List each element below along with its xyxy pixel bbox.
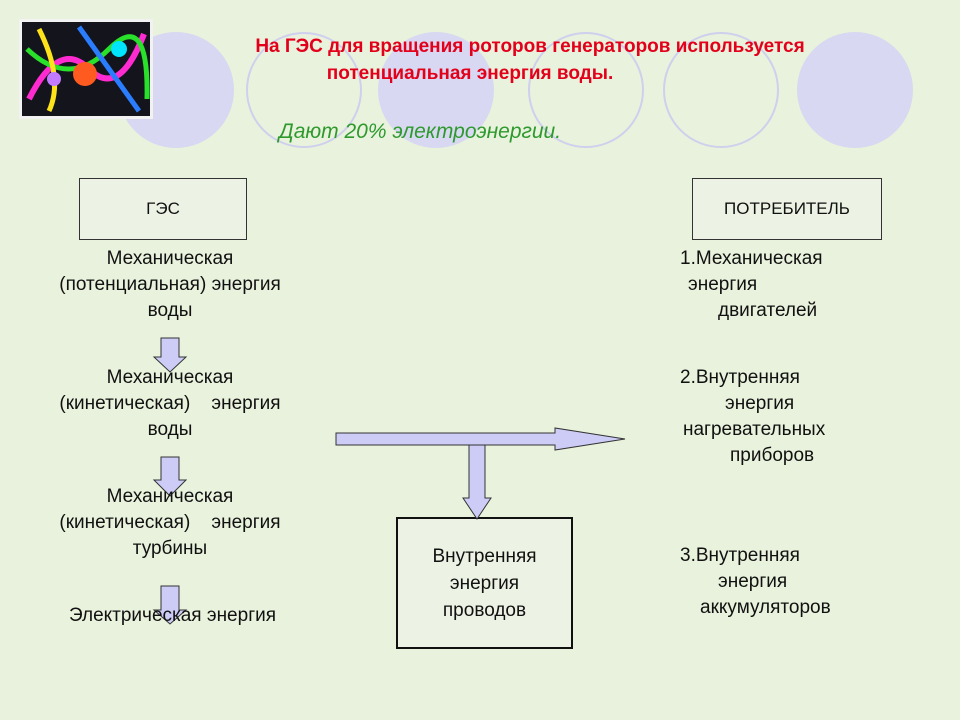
source-stage: Механическая (потенциальная) энергия вод…	[59, 248, 281, 321]
decor-circle	[378, 32, 494, 148]
slide-subtitle: Дают 20% электроэнергии.	[278, 120, 562, 143]
hydro-plant-box: ГЭС	[79, 178, 247, 240]
wires-line: энергия	[449, 572, 520, 594]
hydro-plant-label: ГЭС	[146, 199, 180, 218]
slide-title-line2: потенциальная энергия воды.	[326, 63, 614, 84]
wires-box: Внутренняя энергия проводов	[396, 517, 573, 649]
decor-circle	[663, 32, 779, 148]
wires-line: проводов	[442, 599, 527, 621]
consumer-box: ПОТРЕБИТЕЛЬ	[692, 178, 882, 240]
source-stage: Механическая (кинетическая) энергия турб…	[59, 486, 281, 559]
decor-circle	[246, 32, 362, 148]
consumer-item: 2.Внутренняя энергия нагревательных приб…	[680, 367, 826, 466]
abstract-logo-image	[19, 19, 153, 119]
slide-title-line1: На ГЭС для вращения роторов генераторов …	[255, 36, 805, 57]
down-arrow	[152, 337, 188, 373]
consumer-item: 3.Внутренняя энергия аккумуляторов	[680, 545, 831, 618]
down-arrow	[462, 444, 492, 520]
source-stage: Электрическая энергия	[68, 605, 277, 626]
decor-circle	[797, 32, 913, 148]
consumer-item: 1.Механическая энергия двигателей	[680, 248, 823, 321]
down-arrow	[152, 456, 188, 497]
consumer-label: ПОТРЕБИТЕЛЬ	[724, 199, 850, 218]
source-stage: Механическая (кинетическая) энергия воды	[59, 367, 281, 440]
down-arrow	[152, 585, 188, 625]
decor-circle	[528, 32, 644, 148]
wires-line: Внутренняя	[432, 545, 537, 567]
right-arrow	[335, 427, 626, 451]
